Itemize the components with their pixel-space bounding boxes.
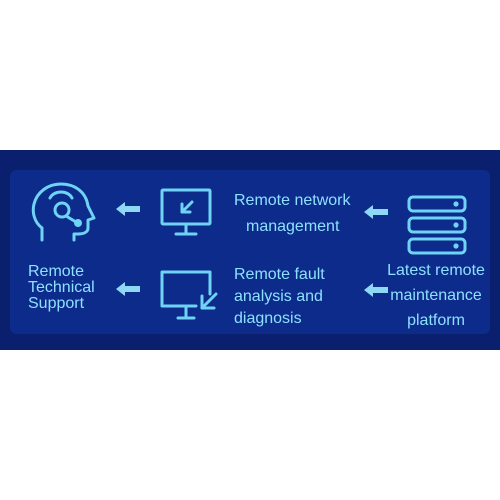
arrow-left-icon [364, 205, 388, 219]
monitor-arrow-icon [160, 270, 218, 320]
headset-support-icon [31, 182, 96, 242]
source-label-line-1: Latest remote [387, 262, 485, 279]
server-stack-icon [407, 195, 467, 255]
bottom-middle-label: Remote fault analysis and diagnosis [234, 264, 325, 330]
bottom-middle-label-line-1: Remote fault [234, 266, 325, 283]
bottom-middle-label-line-2: analysis and [234, 288, 323, 305]
bottom-middle-label-line-3: diagnosis [234, 310, 302, 327]
target-label: Remote Technical Support [28, 263, 95, 313]
arrow-left-icon [116, 282, 140, 296]
top-middle-label: Remote network management [234, 188, 351, 240]
source-label: Latest remote maintenance platform [380, 258, 492, 333]
monitor-arrow-icon [160, 188, 212, 236]
arrow-left-icon [364, 283, 388, 297]
target-label-line-1: Remote [28, 263, 85, 280]
diagram-banner: Remote Technical Support Remote network [0, 150, 500, 350]
top-middle-label-line-2: management [246, 218, 340, 235]
source-label-line-3: platform [407, 312, 465, 329]
top-middle-label-line-1: Remote network [234, 192, 351, 209]
arrow-left-icon [116, 202, 140, 216]
target-label-line-2: Technical [28, 279, 95, 296]
target-label-line-3: Support [28, 295, 85, 312]
source-label-line-2: maintenance [390, 287, 482, 304]
